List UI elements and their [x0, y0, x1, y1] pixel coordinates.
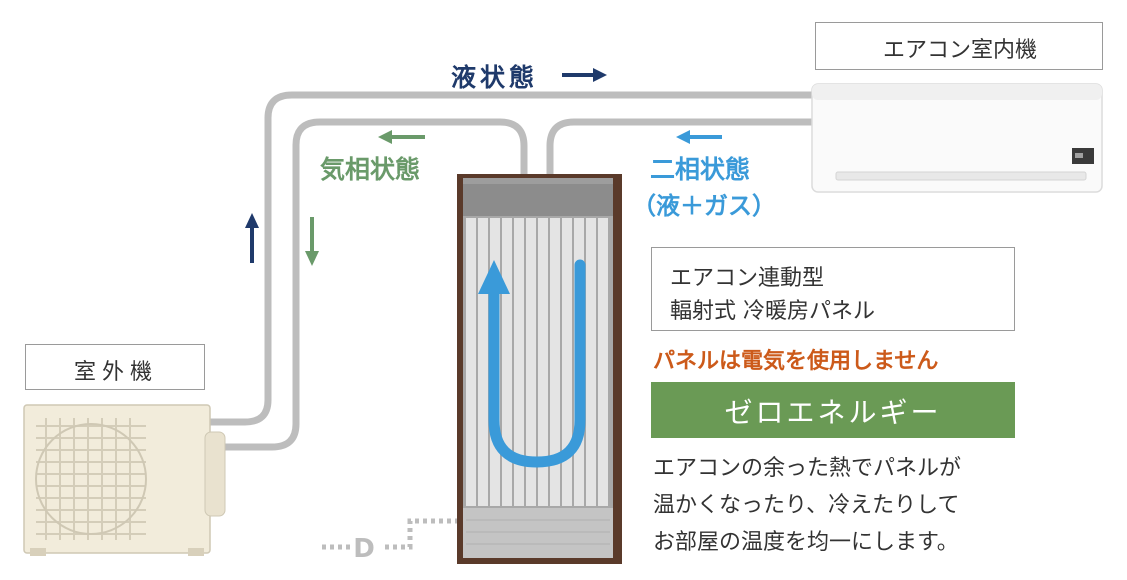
two-phase-label-line1: 二相状態: [650, 155, 751, 184]
gas-state-label: 気相状態: [320, 155, 421, 184]
gas-direction-arrow-icon: [378, 130, 425, 144]
panel-title-line2: 輻射式 冷暖房パネル: [670, 299, 875, 324]
up-arrow-icon: [245, 213, 259, 263]
two-phase-pipe: [546, 118, 812, 176]
two-phase-direction-arrow-icon: [676, 130, 722, 144]
flow-arrows: [245, 68, 722, 266]
liquid-pipe: [205, 91, 812, 426]
indoor-unit-illustration: [811, 83, 1103, 193]
drain-label: D: [353, 534, 375, 564]
description-line3: お部屋の温度を均一にします。: [653, 530, 959, 555]
fan-grille: [36, 418, 146, 540]
liquid-state-label: 液状態: [451, 63, 539, 92]
zero-energy-banner: ゼロエネルギー: [651, 382, 1015, 438]
u-flow-arrow-icon: [488, 259, 586, 468]
outdoor-unit-label-box: 室外機: [25, 344, 205, 390]
indoor-unit-label-box: エアコン室内機: [815, 22, 1103, 70]
liquid-direction-arrow-icon: [562, 68, 607, 82]
gas-pipe: [205, 118, 528, 451]
no-electricity-note: パネルは電気を使用しません: [653, 349, 939, 374]
description-line1: エアコンの余った熱でパネルが: [653, 456, 962, 481]
two-phase-label-line2: （液＋ガス）: [632, 192, 776, 220]
zero-energy-label: ゼロエネルギー: [724, 396, 942, 429]
panel-title-line1: エアコン連動型: [670, 266, 825, 291]
refrigerant-pipes: [205, 91, 812, 451]
down-arrow-icon: [305, 217, 319, 266]
panel-title-box: エアコン連動型 輻射式 冷暖房パネル: [651, 247, 1015, 331]
outdoor-unit-label: 室外機: [73, 360, 158, 385]
description-line2: 温かくなったり、冷えたりして: [653, 493, 960, 518]
indoor-unit-label: エアコン室内機: [882, 38, 1037, 63]
drain-line: [322, 518, 468, 550]
radiant-panel-illustration: [457, 174, 622, 564]
outdoor-unit-illustration: [23, 404, 226, 556]
